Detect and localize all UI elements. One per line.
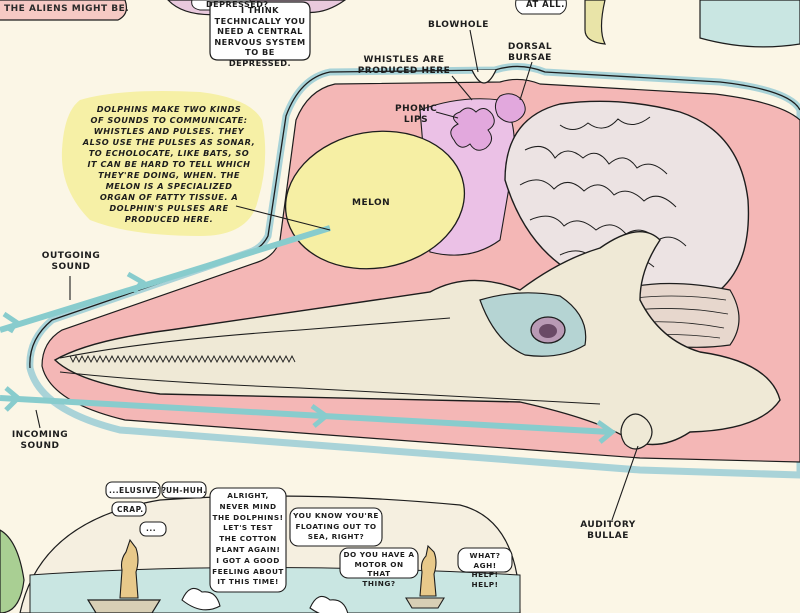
- water-fragment-top-right: [699, 0, 800, 48]
- outgoing-arrowhead-2: [126, 271, 146, 294]
- speech-bubble-aliens: [0, 0, 128, 21]
- label-blowhole: BLOWHOLE: [428, 20, 489, 30]
- yellow-note-text: DOLPHINS MAKE TWO KINDS OF SOUNDS TO COM…: [82, 104, 256, 224]
- panel-fragment-top-right: [584, 0, 607, 45]
- duck-1: [181, 587, 221, 611]
- rowboat-right: [405, 597, 445, 609]
- leader-lines: [35, 29, 639, 521]
- text-depressed: DEPRESSED?: [206, 0, 269, 9]
- llama-left: [119, 538, 139, 599]
- teeth: [69, 354, 296, 364]
- outgoing-sound-arrow: [0, 225, 331, 333]
- bubble-elusive: ...ELUSIVE"?: [109, 486, 167, 495]
- upper-jaw-line: [59, 317, 451, 359]
- label-outgoing-sound: OUTGOING SOUND: [41, 251, 101, 272]
- label-incoming-sound: INCOMING SOUND: [11, 430, 69, 451]
- bubble-dots: ...: [146, 524, 157, 533]
- incoming-arrowhead-3: [596, 419, 617, 444]
- rowboat-left: [86, 599, 162, 613]
- yellow-note-blob: [61, 91, 266, 236]
- incoming-arrowhead-1: [4, 386, 22, 412]
- label-phonic-lips: PHONIC LIPS: [395, 104, 438, 125]
- bubble-motor: DO YOU HAVE A MOTOR ON THAT THING?: [343, 550, 415, 588]
- brain-folds: [519, 116, 687, 268]
- bubble-floating: YOU KNOW YOU'RE FLOATING OUT TO SEA, RIG…: [293, 511, 379, 541]
- bubble-crap: CRAP.: [117, 505, 144, 514]
- incoming-sound-arrow: [0, 395, 611, 435]
- auditory-bullae-bone: [620, 413, 653, 450]
- speech-bubble-nervous-system: [209, 1, 311, 61]
- bubble-help: WHAT? AGH! HELP! HELP!: [469, 551, 501, 589]
- label-auditory-bullae: AUDITORY BULLAE: [580, 520, 636, 541]
- blowhole: [471, 69, 497, 84]
- bubble-never-mind: ALRIGHT, NEVER MIND THE DOLPHINS! LET'S …: [212, 491, 284, 587]
- bottom-speech-bubbles: [105, 481, 513, 593]
- green-hill-left: [0, 529, 25, 613]
- llama-right: [419, 544, 437, 597]
- text-aliens: THE ALIENS MIGHT BE.: [4, 4, 130, 14]
- label-whistles: WHISTLES ARE PRODUCED HERE: [357, 55, 451, 76]
- outgoing-arrowhead-1: [2, 311, 20, 334]
- label-melon: MELON: [352, 198, 391, 208]
- duck-2: [309, 595, 349, 613]
- phonic-lips-lobes: [450, 107, 495, 151]
- bubble-uh-huh: UH-HUH.: [166, 486, 207, 495]
- text-at-all: AT ALL.: [526, 0, 565, 10]
- lower-jaw: [59, 371, 601, 405]
- incoming-arrowhead-2: [310, 403, 331, 428]
- text-nervous-system: I THINK TECHNICALLY YOU NEED A CENTRAL N…: [214, 5, 306, 68]
- label-dorsal-bursae: DORSAL BURSAE: [507, 42, 553, 63]
- dorsal-bursae-lobe: [494, 93, 526, 123]
- melon: [284, 130, 466, 270]
- speech-bubble-at-all: [515, 0, 567, 15]
